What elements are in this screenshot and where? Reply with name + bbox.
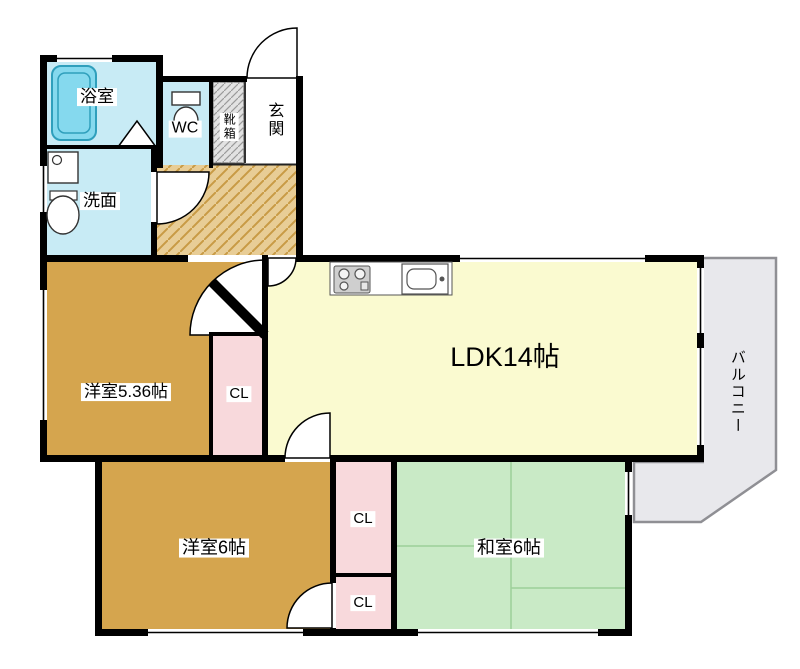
entrance-door-arc bbox=[246, 27, 298, 79]
wall-segment bbox=[697, 333, 704, 348]
wall-segment bbox=[330, 628, 336, 636]
shoe-box-divider bbox=[244, 82, 246, 163]
room-label-entrance: 玄関 bbox=[265, 102, 283, 138]
wall-segment bbox=[209, 80, 213, 168]
room-label-closet-upper: CL bbox=[350, 511, 376, 527]
wall-segment bbox=[95, 455, 102, 636]
wall-segment bbox=[296, 76, 303, 262]
room-label-bath: 浴室 bbox=[77, 88, 117, 106]
ldk-entry-door-arc bbox=[267, 257, 297, 287]
wall-segment bbox=[209, 332, 266, 336]
wall-segment bbox=[209, 332, 213, 462]
wall-segment bbox=[303, 255, 460, 262]
open-door-leaf bbox=[208, 278, 269, 339]
vanity-sink-icon bbox=[46, 190, 80, 235]
room-label-wc: WC bbox=[168, 120, 202, 138]
wall-segment bbox=[697, 445, 704, 462]
washing-machine-icon bbox=[47, 151, 79, 184]
room-label-closet-lower: CL bbox=[350, 595, 376, 611]
wall-segment bbox=[156, 76, 247, 82]
room-label-balcony: バルコニー bbox=[728, 349, 746, 435]
wall-segment bbox=[262, 255, 268, 462]
stove-icon bbox=[333, 265, 371, 294]
room-label-ldk: LDK14帖 bbox=[450, 341, 560, 372]
wall-segment bbox=[303, 629, 418, 636]
wall-segment bbox=[598, 629, 632, 636]
western-room-6-closet-door-arc bbox=[286, 582, 333, 629]
ldk-bottom-door-arc bbox=[284, 412, 331, 459]
room-label-japanese-room: 和室6帖 bbox=[473, 538, 545, 558]
entrance-step-line bbox=[213, 163, 296, 166]
room-label-western-room-6: 洋室6帖 bbox=[178, 538, 250, 558]
wall-segment bbox=[625, 455, 632, 472]
room-label-washroom: 洗面 bbox=[80, 192, 120, 210]
wall-segment bbox=[330, 455, 704, 462]
room-label-closet-main: CL bbox=[226, 386, 252, 402]
wc-door-arc bbox=[156, 171, 210, 225]
wall-segment bbox=[151, 149, 157, 172]
windows bbox=[40, 55, 704, 636]
wall-segment bbox=[40, 455, 285, 462]
wall-segment bbox=[697, 255, 704, 268]
wall-segment bbox=[40, 255, 188, 262]
wall-segment bbox=[156, 55, 163, 168]
wall-segment bbox=[645, 255, 704, 262]
wall-segment bbox=[625, 515, 632, 636]
wall-segment bbox=[40, 145, 160, 149]
wall-segment bbox=[391, 462, 397, 636]
wall-segment bbox=[151, 222, 157, 262]
sink-icon bbox=[401, 263, 449, 295]
wall-segment bbox=[95, 629, 148, 636]
room-label-shoe-box: 靴箱 bbox=[219, 113, 239, 141]
room-label-western-room-536: 洋室5.36帖 bbox=[80, 383, 172, 401]
kitchen-counter bbox=[329, 261, 453, 296]
wall-segment bbox=[330, 462, 336, 583]
wall-segment bbox=[333, 573, 391, 577]
